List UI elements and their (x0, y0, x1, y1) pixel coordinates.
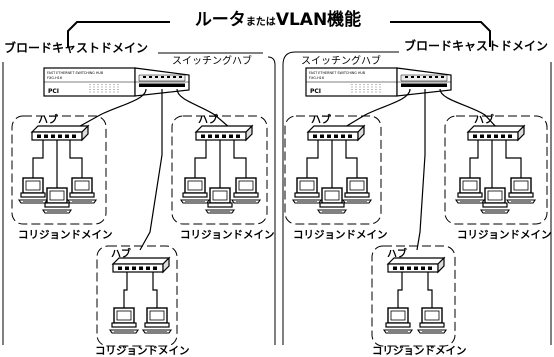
broadcast-domain-outline-right (282, 51, 552, 345)
collision-label-right-b: コリジョンドメイン (457, 229, 552, 241)
broadcast-domain-label-left: ブロードキャストドメイン (4, 40, 148, 55)
switch-label-left: スイッチングハブ (172, 54, 252, 67)
switch-model-right: FXG-H16 (309, 76, 324, 80)
collision-domain-left-b: ハブ コリジョンドメイン (171, 113, 275, 241)
router-title-part2: または (246, 16, 276, 28)
collision-label-right-c: コリジョンドメイン (372, 345, 467, 357)
switch-cables-right (339, 88, 498, 251)
collision-label-right-a: コリジョンドメイン (293, 229, 388, 241)
switch-label-right: スイッチングハブ (301, 54, 381, 67)
switch-cables-left (72, 88, 231, 251)
router-title-part3: VLAN機能 (276, 9, 361, 30)
switching-hub-right: FAST ETHERNET SWITCHING HUB FXG-H16 PCI (305, 67, 452, 97)
collision-domain-right-c: ハブ コリジョンドメイン (371, 245, 467, 357)
switch-logo-left: PCI (48, 88, 59, 95)
broadcast-domain-outline-left (2, 52, 276, 345)
switch-logo-right: PCI (310, 88, 321, 95)
router-title-part1: ルータ (195, 10, 246, 30)
collision-label-left-a: コリジョンドメイン (18, 229, 113, 241)
router-bracket (67, 21, 491, 47)
switch-panel-text-right: FAST ETHERNET SWITCHING HUB (309, 71, 366, 75)
collision-domain-right-a: ハブ コリジョンドメイン (284, 113, 388, 241)
hub-label-left-c: ハブ (111, 247, 131, 260)
collision-label-left-c: コリジョンドメイン (95, 345, 190, 357)
switch-model-left: FXG-H16 (47, 76, 62, 80)
router-title: ルータまたはVLAN機能 (195, 9, 361, 30)
broadcast-domain-left: ブロードキャストドメイン スイッチングハブ FAST ETHERNET SWIT… (2, 40, 276, 357)
collision-domain-right-b: ハブ コリジョンドメイン (444, 113, 552, 241)
hub-label-right-a: ハブ (311, 113, 331, 126)
collision-domain-left-c: ハブ コリジョンドメイン (95, 245, 190, 357)
switching-hub-left: FAST ETHERNET SWITCHING HUB FXG-H16 PCI (43, 67, 190, 97)
collision-label-left-b: コリジョンドメイン (180, 229, 275, 241)
broadcast-domain-label-right: ブロードキャストドメイン (404, 38, 548, 53)
collision-domain-left-a: ハブ コリジョンドメイン (11, 113, 113, 241)
hub-label-right-b: ハブ (474, 113, 494, 126)
switch-panel-text-left: FAST ETHERNET SWITCHING HUB (47, 71, 104, 75)
hub-label-left-b: ハブ (198, 113, 218, 126)
hub-label-right-c: ハブ (387, 247, 407, 260)
broadcast-domain-right: ブロードキャストドメイン スイッチングハブ FAST ETHERNET SWIT… (282, 38, 552, 357)
hub-label-left-a: ハブ (38, 113, 58, 126)
